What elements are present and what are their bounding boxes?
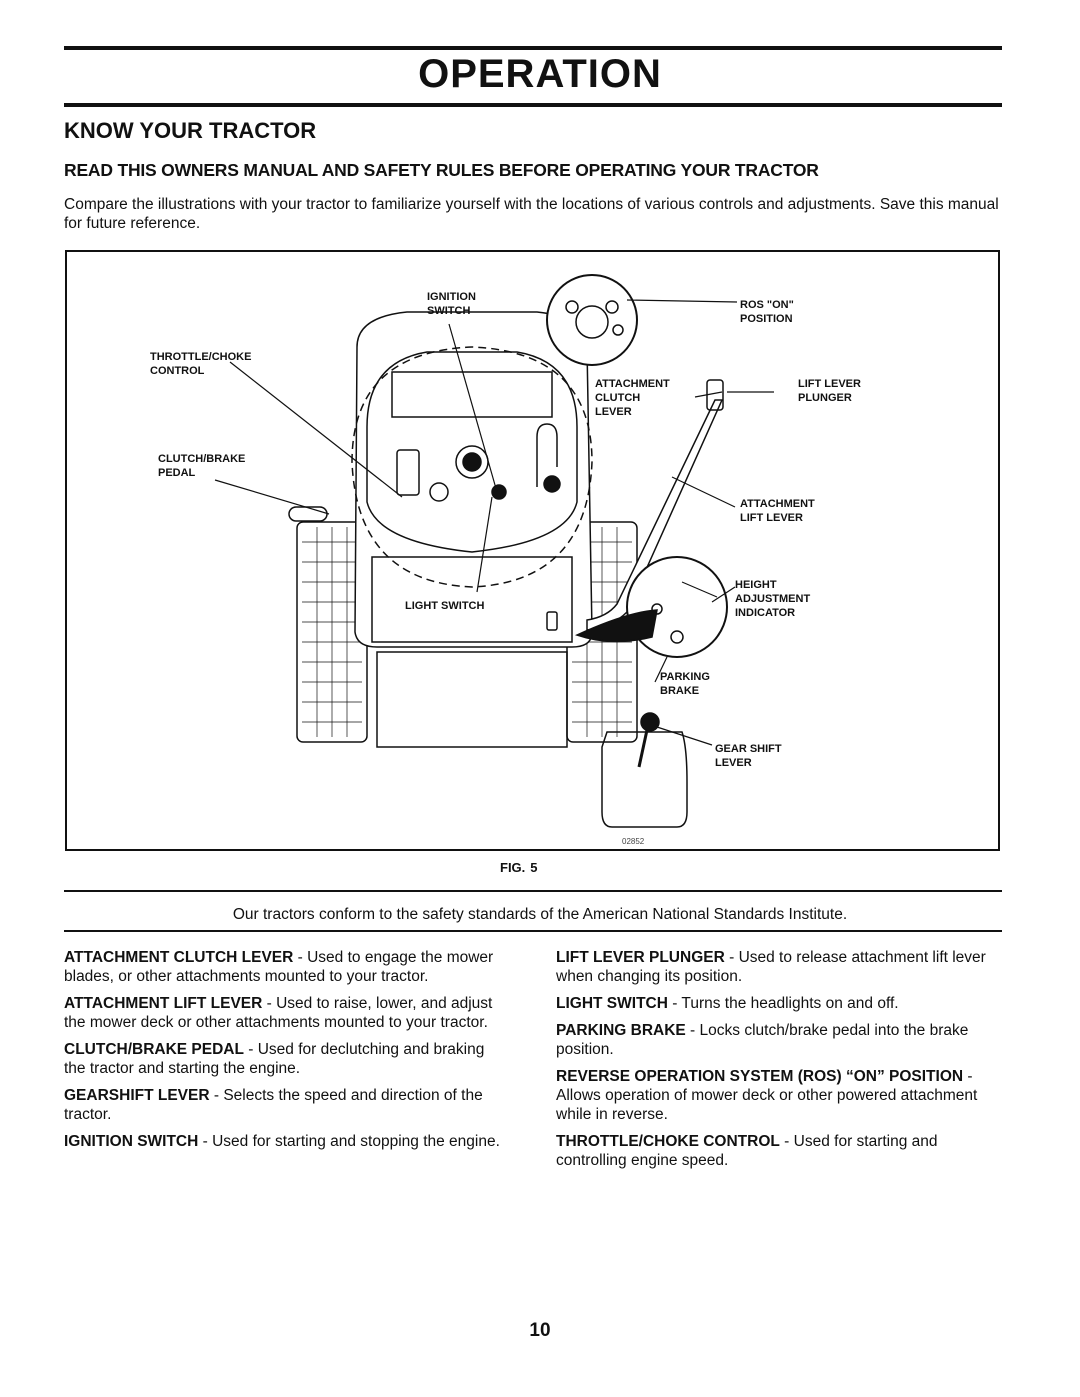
callout-parking-brake: PARKING BRAKE <box>660 671 710 697</box>
gear-shift-knob <box>640 712 660 732</box>
subheading: READ THIS OWNERS MANUAL AND SAFETY RULES… <box>64 160 819 180</box>
gauge-small <box>429 482 449 502</box>
callout-height-adjustment-indicator: HEIGHT ADJUSTMENT INDICATOR <box>735 579 811 619</box>
description-item: LIGHT SWITCH - Turns the headlights on a… <box>556 995 899 1012</box>
description-item: ATTACHMENT CLUTCH LEVER - Used to engage… <box>64 949 494 985</box>
clutch-brake-pedal-shape <box>288 506 328 522</box>
page-header-title: OPERATION <box>418 52 662 96</box>
callout-lift-lever-plunger: LIFT LEVER PLUNGER <box>798 378 861 404</box>
section-title: KNOW YOUR TRACTOR <box>64 118 317 143</box>
gear-shift-console <box>601 731 688 828</box>
callout-ignition-switch: IGNITION SWITCH <box>427 291 476 317</box>
description-item: PARKING BRAKE - Locks clutch/brake pedal… <box>556 1022 969 1058</box>
drawing-code: 02852 <box>622 837 645 846</box>
callout-attachment-clutch-lever: ATTACHMENT CLUTCH LEVER <box>595 378 670 418</box>
callout-light-switch: LIGHT SWITCH <box>405 600 485 612</box>
description-item: IGNITION SWITCH - Used for starting and … <box>64 1133 500 1150</box>
callout-ros-on-position: ROS "ON" POSITION <box>740 299 794 325</box>
conformance-rule-bottom <box>64 930 1002 932</box>
tractor-controls-illustration <box>214 274 774 828</box>
height-wedge <box>574 609 658 643</box>
conformance-statement: Our tractors conform to the safety stand… <box>232 906 848 923</box>
dash-display <box>391 371 553 418</box>
intro-paragraph: Compare the illustrations with your trac… <box>64 196 999 232</box>
description-item: CLUTCH/BRAKE PEDAL - Used for declutchin… <box>64 1041 485 1077</box>
seat-area <box>371 556 573 643</box>
dash-panel <box>366 351 578 553</box>
header-rule-bottom <box>64 103 1002 107</box>
header-rule-top <box>64 46 1002 50</box>
attachment-clutch-lever <box>536 423 558 487</box>
rear-deck <box>376 651 568 748</box>
description-item: THROTTLE/CHOKE CONTROL - Used for starti… <box>556 1133 938 1169</box>
callout-throttle-choke-control: THROTTLE/CHOKE CONTROL <box>150 351 252 377</box>
descriptions-left-column: ATTACHMENT CLUTCH LEVER - Used to engage… <box>64 948 510 1159</box>
callout-attachment-lift-lever: ATTACHMENT LIFT LEVER <box>740 498 815 524</box>
light-switch-shape <box>546 611 558 631</box>
height-indicator-detail <box>626 556 728 658</box>
callout-clutch-brake-pedal: CLUTCH/BRAKE PEDAL <box>158 453 246 479</box>
callout-gear-shift-lever: GEAR SHIFT LEVER <box>715 743 782 769</box>
figure-label: FIG.5 <box>500 860 538 875</box>
dashed-outline <box>351 346 593 588</box>
leader-lines <box>214 299 774 746</box>
left-tire-tread <box>302 527 362 737</box>
description-item: REVERSE OPERATION SYSTEM (ROS) “ON” POSI… <box>556 1068 978 1123</box>
description-item: GEARSHIFT LEVER - Selects the speed and … <box>64 1087 483 1123</box>
ignition-key <box>575 305 609 339</box>
descriptions-right-column: LIFT LEVER PLUNGER - Used to release att… <box>556 948 1002 1178</box>
description-item: LIFT LEVER PLUNGER - Used to release att… <box>556 949 986 985</box>
page-number: 10 <box>529 1320 551 1341</box>
conformance-rule-top <box>64 890 1002 892</box>
figure-frame: IGNITION SWITCH ROS "ON" POSITION THROTT… <box>65 250 1000 851</box>
ignition-detail-circle <box>546 274 638 366</box>
ignition-knob <box>491 484 507 500</box>
throttle-quadrant <box>396 449 420 496</box>
description-item: ATTACHMENT LIFT LEVER - Used to raise, l… <box>64 995 493 1031</box>
